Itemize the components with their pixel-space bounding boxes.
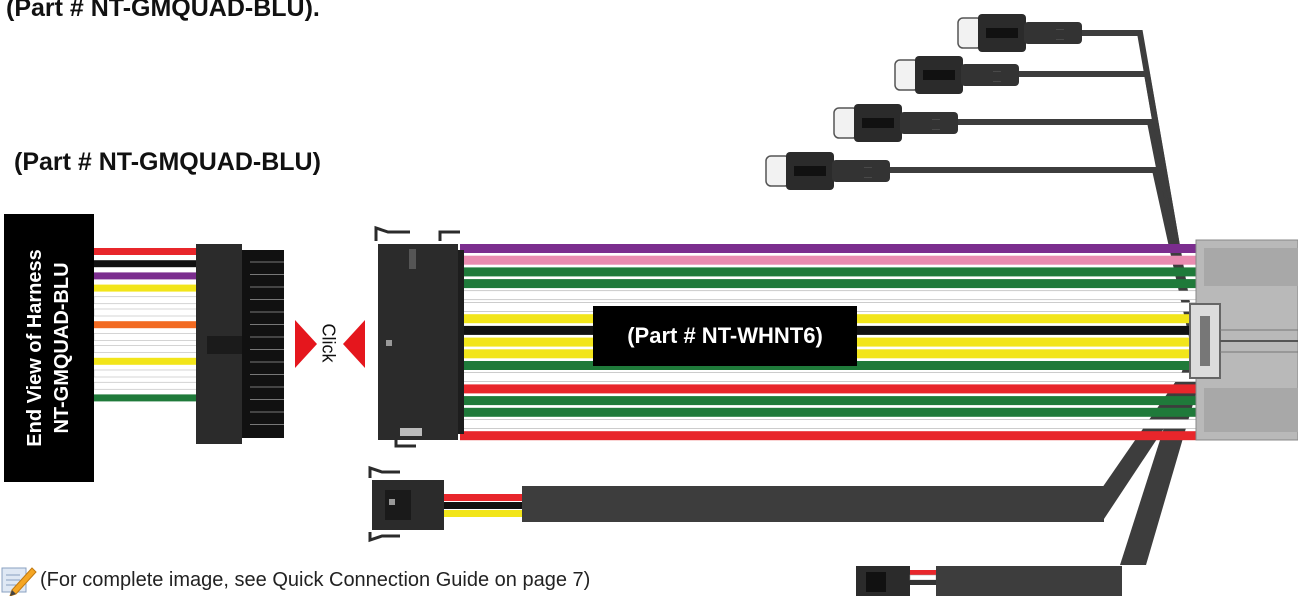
end-view-line-1: End View of Harness: [24, 249, 46, 447]
whnt6-part-label: (Part # NT-WHNT6): [593, 306, 857, 366]
harness-wire-red: [460, 384, 1196, 394]
antenna-connector-3: ···· ····: [833, 104, 958, 142]
harness-wire-red: [460, 431, 1196, 441]
harness-wire-purple: [460, 244, 1196, 253]
antenna-connector-latch: [794, 166, 826, 176]
end-view-line-2: NT-GMQUAD-BLU: [51, 262, 73, 434]
harness-housing: [1189, 239, 1298, 441]
antenna-connector-sleeve: [961, 64, 1019, 86]
antenna-pin-marks: ····: [1056, 37, 1064, 43]
click-arrow-right: [295, 320, 317, 368]
antenna-connector-latch: [862, 118, 894, 128]
antenna-pin-marks: ····: [1056, 27, 1064, 33]
top-part-title: (Part # NT-GMQUAD-BLU).: [6, 0, 320, 22]
harness-wire-green: [460, 279, 1196, 289]
gmquad-wire-green: [94, 394, 198, 402]
note-text: (For complete image, see Quick Connectio…: [40, 568, 591, 591]
gmquad-wire-white: [93, 296, 199, 305]
aux-wire-yellow: [444, 510, 524, 517]
antenna-connector-2: ···· ····: [894, 56, 1019, 94]
pencil-note-icon: [1, 567, 37, 596]
antenna-pin-marks: ····: [993, 69, 1001, 75]
gmquad-wire-white: [93, 369, 199, 378]
aux-wire-black: [444, 502, 524, 509]
antenna-pin-marks: ····: [864, 165, 872, 171]
gmquad-wire-white: [93, 345, 199, 353]
gmquad-wire-white: [93, 381, 199, 390]
gmquad-wire-red: [94, 248, 198, 255]
antenna-connector-sleeve: [900, 112, 958, 134]
antenna-connector-latch: [923, 70, 955, 80]
antenna-connector-4: ···· ····: [765, 152, 890, 190]
antenna-pin-marks: ····: [993, 79, 1001, 85]
gmquad-wire-white: [93, 333, 199, 341]
gmquad-wire-bundle: [93, 248, 199, 402]
harness-wire-white: [459, 372, 1197, 382]
click-label: Click: [318, 323, 339, 363]
whnt6-main-connector: [374, 225, 464, 448]
gmquad-connector: [196, 244, 284, 444]
quick-guide-note: (For complete image, see Quick Connectio…: [0, 564, 590, 596]
antenna-pin-marks: ····: [932, 127, 940, 133]
gmquad-wire-purple: [94, 272, 198, 280]
harness-wire-white: [459, 419, 1197, 429]
harness-wire-pink: [460, 255, 1196, 265]
harness-wire-green: [460, 267, 1196, 277]
antenna-connector-1: ···· ····: [957, 14, 1082, 52]
harness-wire-white: [459, 290, 1197, 301]
part-title: (Part # NT-GMQUAD-BLU): [14, 148, 321, 176]
antenna-pin-marks: ····: [864, 175, 872, 181]
click-arrow-left: [343, 320, 365, 368]
antenna-connectors: ···· ···· ···· ···· ···· ···· ···· ····: [765, 14, 1082, 190]
end-view-label: End View of Harness NT-GMQUAD-BLU: [22, 249, 76, 446]
antenna-pin-marks: ····: [932, 117, 940, 123]
gmquad-wire-white: [93, 308, 199, 317]
aux-wire-red: [444, 494, 524, 501]
antenna-connector-sleeve: [832, 160, 890, 182]
gmquad-wire-orange: [94, 321, 198, 329]
antenna-connector-latch: [986, 28, 1018, 38]
antenna-connector-sleeve: [1024, 22, 1082, 44]
harness-wire-green: [460, 407, 1196, 417]
aux-connector: [368, 465, 1104, 543]
harness-wire-green: [460, 396, 1196, 406]
gmquad-wire-yellow: [94, 284, 198, 292]
lower-connector: [856, 566, 1122, 596]
end-view-label-box: End View of Harness NT-GMQUAD-BLU: [4, 214, 94, 482]
gmquad-wire-black: [94, 260, 198, 268]
gmquad-wire-yellow: [94, 357, 198, 365]
